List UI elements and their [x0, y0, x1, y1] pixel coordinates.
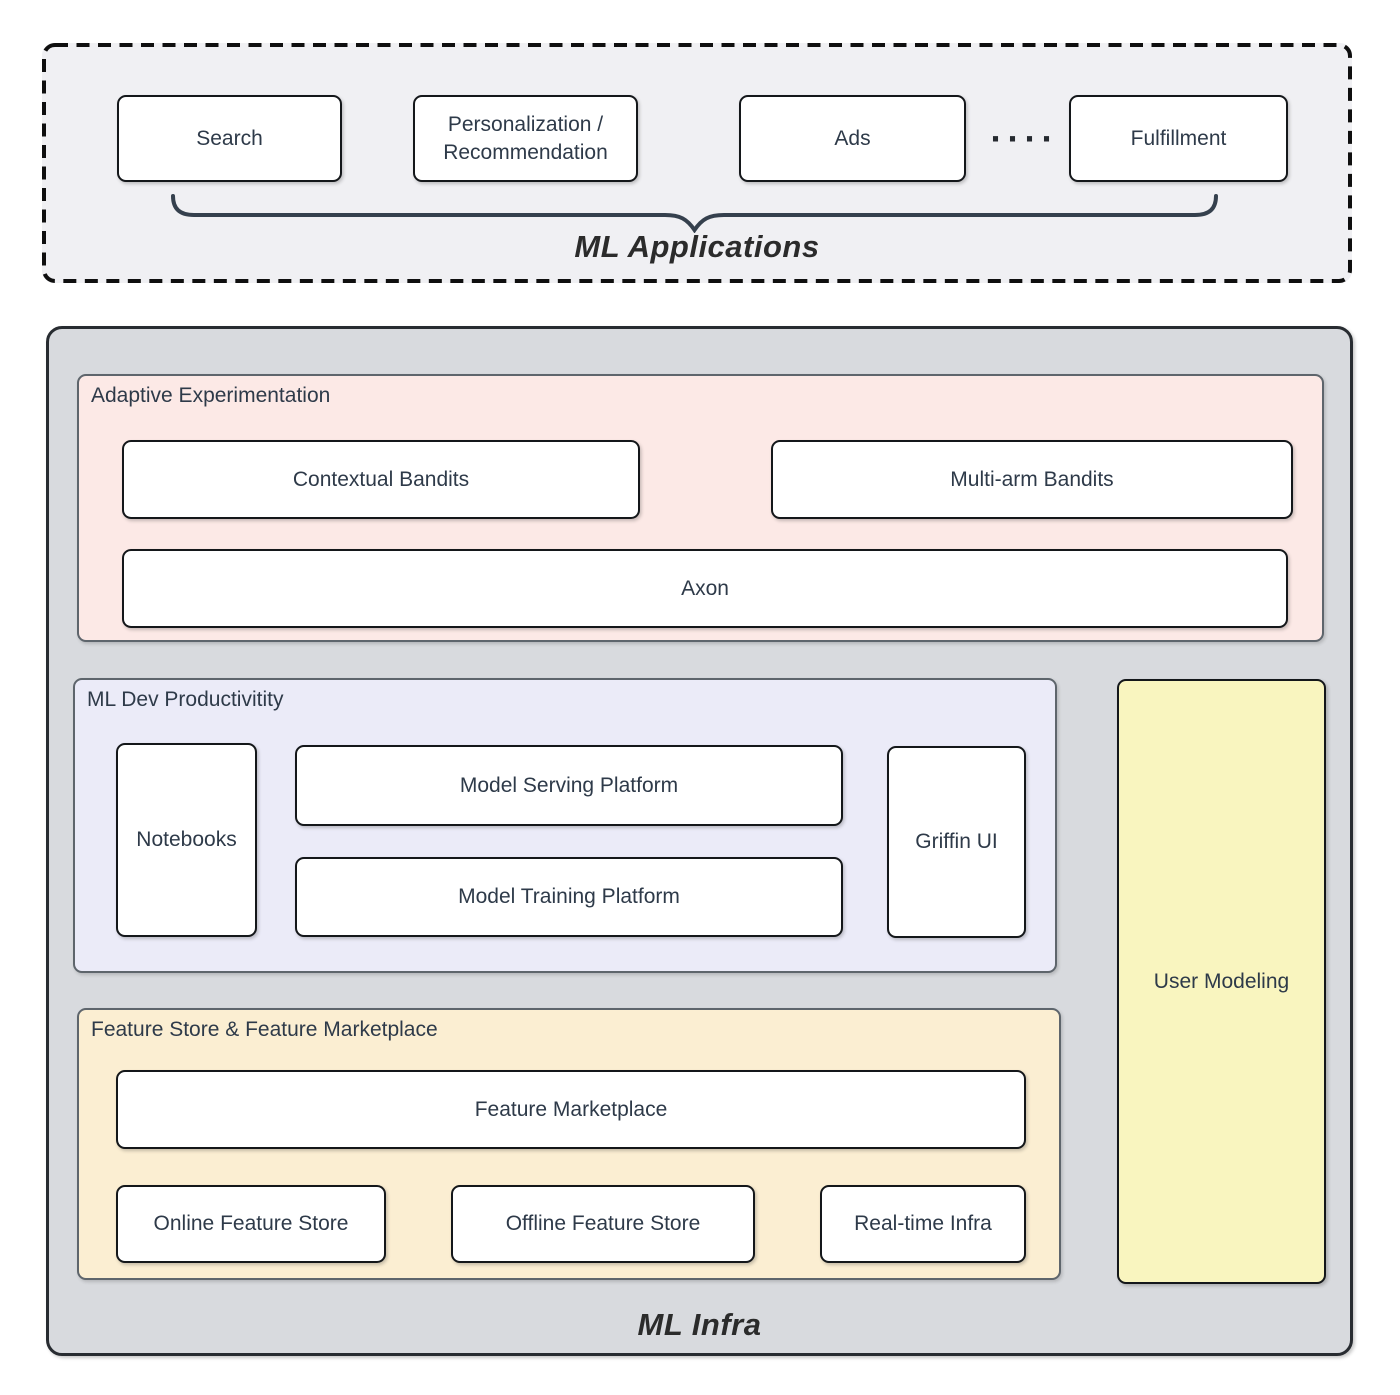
axon-label: Axon: [681, 576, 729, 600]
box-online-feature-store: Online Feature Store: [116, 1185, 386, 1263]
model-training-platform-label: Model Training Platform: [458, 885, 680, 909]
box-contextual-bandits: Contextual Bandits: [122, 440, 640, 519]
box-feature-marketplace: Feature Marketplace: [116, 1070, 1026, 1149]
notebooks-label: Notebooks: [136, 828, 237, 852]
app-box-personalization-recommendation: Personalization / Recommendation: [413, 95, 638, 182]
model-serving-platform-label: Model Serving Platform: [459, 773, 679, 797]
griffin-ui-label: Griffin UI: [915, 830, 998, 854]
ml-applications-container: Search Personalization / Recommendation …: [42, 43, 1352, 283]
contextual-bandits-label: Contextual Bandits: [292, 467, 470, 491]
app-box-ads: Ads: [739, 95, 966, 182]
app-box-personalization-label-line1: Personalization /: [447, 113, 604, 137]
ml-infra-container: Adaptive Experimentation Contextual Band…: [46, 326, 1353, 1356]
user-modeling-label: User Modeling: [1153, 969, 1290, 993]
app-box-fulfillment: Fulfillment: [1069, 95, 1288, 182]
brace-icon: [171, 194, 1218, 233]
offline-feature-store-label: Offline Feature Store: [505, 1212, 701, 1236]
feature-marketplace-label: Feature Marketplace: [474, 1097, 668, 1121]
section-ml-dev-productivitity: ML Dev Productivitity Notebooks Model Se…: [73, 678, 1057, 973]
box-axon: Axon: [122, 549, 1288, 628]
feature-store-marketplace-label: Feature Store & Feature Marketplace: [91, 1018, 438, 1041]
ml-infra-title: ML Infra: [637, 1307, 762, 1342]
box-user-modeling: User Modeling: [1117, 679, 1326, 1284]
app-box-fulfillment-label: Fulfillment: [1130, 126, 1227, 150]
box-multi-arm-bandits: Multi-arm Bandits: [771, 440, 1293, 519]
app-box-personalization-label-line2: Recommendation: [443, 140, 608, 164]
box-offline-feature-store: Offline Feature Store: [451, 1185, 755, 1263]
box-notebooks: Notebooks: [116, 743, 257, 937]
box-model-serving-platform: Model Serving Platform: [295, 745, 843, 826]
adaptive-experimentation-label: Adaptive Experimentation: [91, 384, 331, 407]
ellipsis-dots: ····: [990, 117, 1059, 159]
box-real-time-infra: Real-time Infra: [820, 1185, 1026, 1263]
real-time-infra-label: Real-time Infra: [854, 1212, 992, 1236]
section-feature-store-marketplace: Feature Store & Feature Marketplace Feat…: [77, 1008, 1061, 1280]
box-model-training-platform: Model Training Platform: [295, 857, 843, 937]
app-box-search: Search: [117, 95, 342, 182]
ml-applications-title: ML Applications: [574, 229, 820, 264]
box-griffin-ui: Griffin UI: [887, 746, 1026, 938]
app-box-ads-label: Ads: [834, 126, 871, 150]
multi-arm-bandits-label: Multi-arm Bandits: [950, 467, 1114, 491]
app-box-search-label: Search: [196, 126, 263, 150]
online-feature-store-label: Online Feature Store: [153, 1212, 349, 1236]
section-adaptive-experimentation: Adaptive Experimentation Contextual Band…: [77, 374, 1324, 642]
ml-dev-productivitity-label: ML Dev Productivitity: [87, 688, 284, 711]
